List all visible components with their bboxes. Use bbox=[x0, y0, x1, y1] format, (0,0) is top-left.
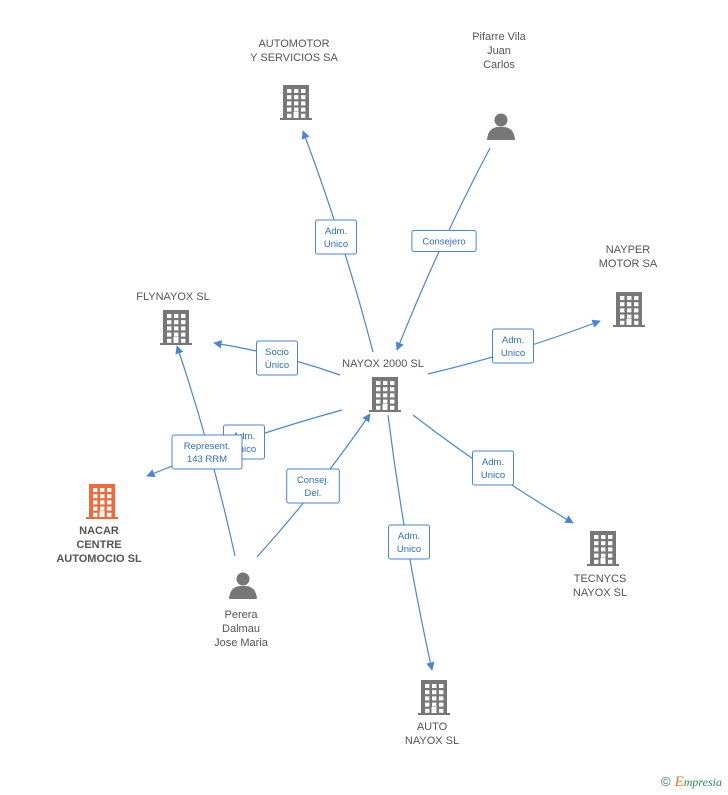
edge-label-text: Socio bbox=[265, 347, 289, 358]
node-label: Y SERVICIOS SA bbox=[250, 52, 338, 64]
edge-label-nayox2000-to-automotor[interactable]: Adm. Unico bbox=[315, 219, 357, 255]
person-icon bbox=[229, 572, 257, 599]
node-label: CENTRE bbox=[76, 539, 121, 551]
node-label: Pifarre Vila bbox=[472, 31, 526, 43]
edge-label-text: 143 RRM bbox=[187, 454, 227, 465]
building-icon bbox=[613, 292, 645, 327]
node-label: Perera bbox=[224, 609, 258, 621]
node-label: TECNYCS bbox=[574, 573, 627, 585]
node-label: NACAR bbox=[79, 525, 119, 537]
edge-label-text: Unico bbox=[481, 470, 505, 481]
node-label: NAYPER bbox=[606, 244, 650, 256]
node-label: Carlos bbox=[483, 59, 515, 71]
building-icon bbox=[587, 531, 619, 566]
edge-label-perera-to-nayox2000[interactable]: Consej. Del. bbox=[286, 468, 340, 504]
copyright-symbol: © bbox=[661, 774, 671, 789]
node-tecnycs[interactable]: TECNYCS NAYOX SL bbox=[573, 531, 627, 599]
edge-label-text: Unico bbox=[324, 239, 348, 250]
node-autonayox[interactable]: AUTO NAYOX SL bbox=[405, 680, 459, 747]
edge-label-text: Adm. bbox=[325, 226, 347, 237]
edge-label-text: Represent. bbox=[184, 441, 230, 452]
edge-label-text: Unico bbox=[501, 348, 525, 359]
node-label: AUTO bbox=[417, 721, 448, 733]
edge-label-box bbox=[171, 434, 243, 470]
node-label: NAYOX 2000 SL bbox=[342, 358, 424, 370]
edge-label-box bbox=[411, 230, 477, 252]
edge-label-nayox2000-to-autonayox[interactable]: Adm. Unico bbox=[388, 524, 430, 560]
edge-label-text: Unico bbox=[232, 444, 256, 455]
node-automotor[interactable]: AUTOMOTOR Y SERVICIOS SA bbox=[250, 38, 338, 120]
edge-label-box bbox=[256, 340, 298, 376]
node-label: NAYOX SL bbox=[573, 587, 627, 599]
node-nayox2000[interactable]: NAYOX 2000 SL bbox=[342, 358, 424, 412]
edge-label-text: Adm. bbox=[398, 531, 420, 542]
node-label: Dalmau bbox=[222, 623, 260, 635]
node-label: AUTOMOCIO SL bbox=[56, 553, 142, 565]
edge-label-box bbox=[286, 468, 340, 504]
edge-label-text: Consejero bbox=[422, 237, 465, 248]
building-icon bbox=[86, 484, 118, 519]
edge-label-box bbox=[492, 328, 534, 364]
edge-label-nayox2000-to-tecnycs[interactable]: Adm. Unico bbox=[472, 450, 514, 486]
building-icon bbox=[418, 680, 450, 715]
edge-label-box bbox=[315, 219, 357, 255]
edge-label-pifarre-to-nayox2000[interactable]: Consejero bbox=[411, 230, 477, 252]
node-label: FLYNAYOX SL bbox=[136, 291, 210, 303]
node-nayper[interactable]: NAYPER MOTOR SA bbox=[599, 244, 658, 327]
edge-label-text: Unico bbox=[397, 544, 421, 555]
edge-label-box bbox=[472, 450, 514, 486]
edge-label-text: Adm. bbox=[482, 457, 504, 468]
edge-label-box bbox=[388, 524, 430, 560]
edge-label-text: Consej. bbox=[297, 475, 329, 486]
node-label: Jose Maria bbox=[214, 637, 269, 649]
node-label: MOTOR SA bbox=[599, 258, 658, 270]
edge-label-perera-to-flynayox[interactable]: Represent. 143 RRM bbox=[171, 434, 243, 470]
brand-rest: mpresia bbox=[683, 775, 722, 789]
node-label: Juan bbox=[487, 45, 511, 57]
brand-initial: E bbox=[674, 774, 684, 790]
node-label: AUTOMOTOR bbox=[258, 38, 329, 50]
node-label: NAYOX SL bbox=[405, 735, 459, 747]
edge-label-nayox2000-to-nayper[interactable]: Adm. Unico bbox=[492, 328, 534, 364]
empresia-watermark: ©Empresia bbox=[661, 774, 722, 791]
building-icon bbox=[369, 377, 401, 412]
edge-label-text: Único bbox=[265, 360, 289, 371]
node-flynayox[interactable]: FLYNAYOX SL bbox=[136, 291, 210, 345]
edge-label-text: Adm. bbox=[233, 431, 255, 442]
edge-label-text: Del. bbox=[305, 488, 322, 499]
edge-label-text: Adm. bbox=[502, 335, 524, 346]
building-icon bbox=[160, 310, 192, 345]
building-icon bbox=[280, 85, 312, 120]
person-icon bbox=[487, 113, 515, 140]
node-nacar[interactable]: NACAR CENTRE AUTOMOCIO SL bbox=[56, 484, 142, 565]
